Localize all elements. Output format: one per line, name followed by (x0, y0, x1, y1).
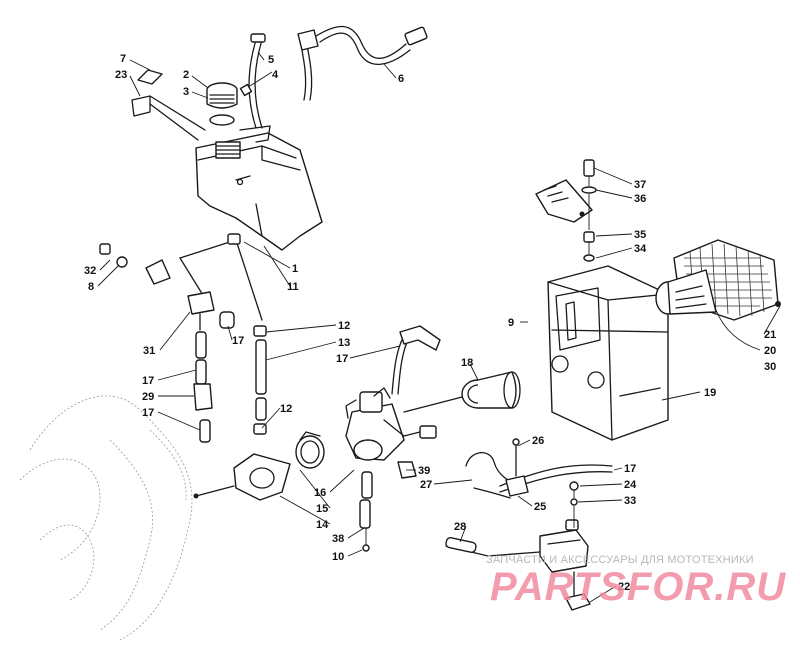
callout-18: 18 (461, 357, 473, 369)
callout-11: 11 (287, 281, 299, 293)
callout-5: 5 (268, 54, 274, 66)
callout-23: 23 (115, 69, 127, 81)
callout-24: 24 (624, 479, 637, 491)
callout-33: 33 (624, 495, 636, 507)
callout-22: 22 (618, 581, 630, 593)
callout-26: 26 (532, 435, 544, 447)
fuel-pump-line (359, 471, 373, 552)
callout-2: 2 (183, 69, 189, 81)
callout-17-a: 17 (232, 335, 244, 347)
fuel-line-assembly (99, 233, 267, 443)
callout-16: 16 (314, 487, 326, 499)
callout-9: 9 (508, 317, 514, 329)
callout-7: 7 (120, 53, 126, 65)
leader-lines (97, 51, 781, 603)
callout-20: 20 (764, 345, 776, 357)
watermark-subtitle: ЗАПЧАСТИ И АКСЕССУАРЫ ДЛЯ МОТОТЕХНИКИ (486, 554, 754, 566)
callout-17-b: 17 (142, 375, 154, 387)
engine-ghost-outline (19, 395, 193, 641)
callout-14: 14 (316, 519, 329, 531)
callout-21: 21 (764, 329, 776, 341)
callout-29: 29 (142, 391, 154, 403)
watermark-logo: PARTSFOR.RU (490, 565, 787, 609)
callout-15: 15 (316, 503, 328, 515)
callout-38: 38 (332, 533, 344, 545)
fuel-pump (539, 519, 591, 611)
callout-32: 32 (84, 265, 96, 277)
callout-27: 27 (420, 479, 432, 491)
tank-strap (131, 69, 206, 141)
silencer-hardware (581, 159, 597, 262)
fuel-tank (195, 125, 323, 251)
callout-34: 34 (634, 243, 647, 255)
callout-4: 4 (272, 69, 279, 81)
callout-25: 25 (534, 501, 546, 513)
fuel-cap (206, 82, 238, 126)
callout-1: 1 (292, 263, 298, 275)
callout-12-b: 12 (280, 403, 292, 415)
callout-17-e: 17 (624, 463, 636, 475)
callout-8: 8 (88, 281, 94, 293)
callout-12-a: 12 (338, 320, 350, 332)
intake-clamp (295, 431, 325, 469)
callout-31: 31 (143, 345, 155, 357)
callout-labels: 7 23 2 3 5 4 6 1 11 32 8 31 17 17 29 17 … (84, 53, 776, 593)
carburetor (345, 325, 467, 479)
vent-line (239, 25, 428, 129)
intake-flange (193, 453, 291, 501)
callout-28: 28 (454, 521, 466, 533)
callout-36: 36 (634, 193, 646, 205)
callout-13: 13 (338, 337, 350, 349)
callout-17-d: 17 (336, 353, 348, 365)
callout-30: 30 (764, 361, 776, 373)
silencer-bracket (535, 179, 593, 223)
callout-35: 35 (634, 229, 646, 241)
callout-10: 10 (332, 551, 344, 563)
intake-boot (461, 371, 521, 409)
callout-3: 3 (183, 86, 189, 98)
air-silencer-box (547, 265, 669, 441)
callout-6: 6 (398, 73, 404, 85)
callout-19: 19 (704, 387, 716, 399)
pulse-line (445, 438, 613, 557)
intake-screen (655, 239, 781, 321)
callout-39: 39 (418, 465, 430, 477)
callout-37: 37 (634, 179, 646, 191)
callout-17-c: 17 (142, 407, 154, 419)
